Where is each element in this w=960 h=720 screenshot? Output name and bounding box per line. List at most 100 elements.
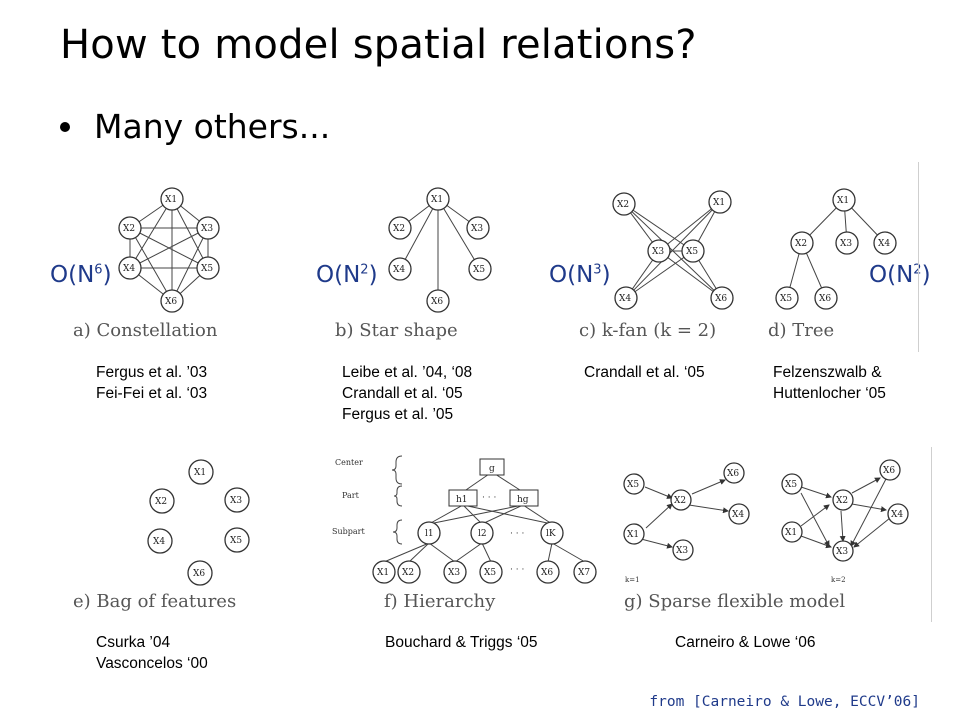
- svg-text:X3: X3: [676, 546, 688, 556]
- label-part: Part: [342, 491, 360, 500]
- node-x1: X1: [623, 523, 645, 545]
- hierarchy-diagram: Center Part Subpart g h1 · · · hg l1 l2 …: [332, 455, 597, 612]
- svg-text:X1: X1: [431, 195, 443, 205]
- node-x4: X4: [388, 257, 412, 281]
- svg-text:X5: X5: [780, 294, 792, 304]
- node-x1: X1: [781, 521, 803, 543]
- bullet-item: Many others...: [60, 107, 330, 146]
- tree-diagram: X1 X2 X3 X4 X5 X6 d) Tree: [768, 188, 897, 341]
- svg-text:X4: X4: [891, 510, 903, 520]
- svg-text:X1: X1: [713, 198, 725, 208]
- svg-text:lK: lK: [546, 529, 556, 539]
- node-x2: X2: [118, 216, 142, 240]
- node-hg: hg: [509, 489, 539, 507]
- sparse-flexible-model-diagram: X5 X2 X6 X4 X1 X3 k=1 X5 X2 X6 X4 X1 X3 …: [623, 459, 909, 612]
- svg-text:X1: X1: [165, 195, 177, 205]
- caption-star-shape: b) Star shape: [335, 320, 458, 341]
- node-x1: X1: [708, 190, 732, 214]
- node-x2: X2: [612, 192, 636, 216]
- svg-text:l1: l1: [425, 529, 434, 539]
- node-x6: X6: [814, 286, 838, 310]
- svg-text:X1: X1: [837, 196, 849, 206]
- node-lk: lK: [540, 521, 564, 545]
- refs-k-fan: Crandall et al. ‘05: [584, 364, 705, 381]
- node-x4: X4: [147, 528, 173, 554]
- node-x3: X3: [224, 487, 250, 513]
- panel-divider: [918, 162, 919, 352]
- svg-text:X5: X5: [484, 568, 496, 578]
- slide-title: How to model spatial relations?: [60, 22, 697, 68]
- caption-sparse-flexible-model: g) Sparse flexible model: [624, 591, 845, 612]
- node-x3: X3: [672, 539, 694, 561]
- node-x1: X1: [188, 459, 214, 485]
- node-x4: X4: [728, 503, 750, 525]
- svg-text:X4: X4: [878, 239, 890, 249]
- svg-text:X6: X6: [193, 569, 205, 579]
- complexity-label-kfan: O(N3): [549, 262, 611, 288]
- svg-text:X4: X4: [123, 264, 135, 274]
- node-x5: X5: [775, 286, 799, 310]
- complexity-label-constellation: O(N6): [50, 262, 112, 288]
- node-x1: X1: [160, 187, 184, 211]
- subpart-dots: · · ·: [510, 529, 524, 539]
- node-x5: X5: [623, 473, 645, 495]
- svg-text:X1: X1: [194, 468, 206, 478]
- node-x3: X3: [466, 216, 490, 240]
- k-fan-diagram: X2 X1 X3 X5 X4 X6 c) k-fan (k = 2): [579, 190, 734, 341]
- svg-text:X6: X6: [431, 297, 443, 307]
- svg-text:X1: X1: [785, 528, 797, 538]
- label-k1: k=1: [625, 576, 640, 584]
- node-x2: X2: [832, 489, 854, 511]
- svg-text:X5: X5: [230, 536, 242, 546]
- label-center: Center: [335, 458, 363, 467]
- svg-text:X7: X7: [578, 568, 590, 578]
- node-x5: X5: [681, 239, 705, 263]
- node-x6: X6: [879, 459, 901, 481]
- node-x4: X4: [873, 231, 897, 255]
- svg-text:X6: X6: [819, 294, 831, 304]
- node-x4: X4: [887, 503, 909, 525]
- node-x2: X2: [790, 231, 814, 255]
- svg-text:X2: X2: [123, 224, 135, 234]
- svg-text:X3: X3: [448, 568, 460, 578]
- caption-constellation: a) Constellation: [73, 320, 218, 341]
- panel-divider: [931, 447, 932, 622]
- node-x3: X3: [443, 560, 467, 584]
- label-subpart: Subpart: [332, 527, 365, 536]
- complexity-label-star: O(N2): [316, 262, 378, 288]
- constellation-diagram: X1 X2 X3 X4 X5 X6 a) Constellation: [73, 187, 220, 341]
- node-x6: X6: [426, 289, 450, 313]
- source-citation: from [Carneiro & Lowe, ECCV’06]: [649, 694, 920, 710]
- svg-text:hg: hg: [517, 495, 529, 505]
- node-x3: X3: [835, 231, 859, 255]
- svg-text:X2: X2: [393, 224, 405, 234]
- svg-text:h1: h1: [456, 495, 468, 505]
- svg-text:X4: X4: [619, 294, 631, 304]
- svg-text:X6: X6: [715, 294, 727, 304]
- svg-text:X2: X2: [155, 497, 167, 507]
- svg-text:X4: X4: [393, 265, 405, 275]
- svg-text:X2: X2: [402, 568, 414, 578]
- node-x3: X3: [196, 216, 220, 240]
- constellation-edges: [129, 198, 209, 302]
- svg-text:X6: X6: [727, 469, 739, 479]
- node-x4: X4: [614, 286, 638, 310]
- node-x2: X2: [397, 560, 421, 584]
- svg-text:X1: X1: [627, 530, 639, 540]
- svg-text:X1: X1: [377, 568, 389, 578]
- node-x6: X6: [536, 560, 560, 584]
- svg-text:X3: X3: [471, 224, 483, 234]
- node-g: g: [479, 458, 505, 476]
- node-x3: X3: [832, 540, 854, 562]
- svg-text:X2: X2: [795, 239, 807, 249]
- svg-text:X5: X5: [201, 264, 213, 274]
- refs-sparse-flexible-model: Carneiro & Lowe ‘06: [675, 634, 816, 651]
- svg-text:X5: X5: [473, 265, 485, 275]
- node-x5: X5: [479, 560, 503, 584]
- node-x3: X3: [647, 239, 671, 263]
- svg-text:X3: X3: [840, 239, 852, 249]
- svg-text:l2: l2: [478, 529, 487, 539]
